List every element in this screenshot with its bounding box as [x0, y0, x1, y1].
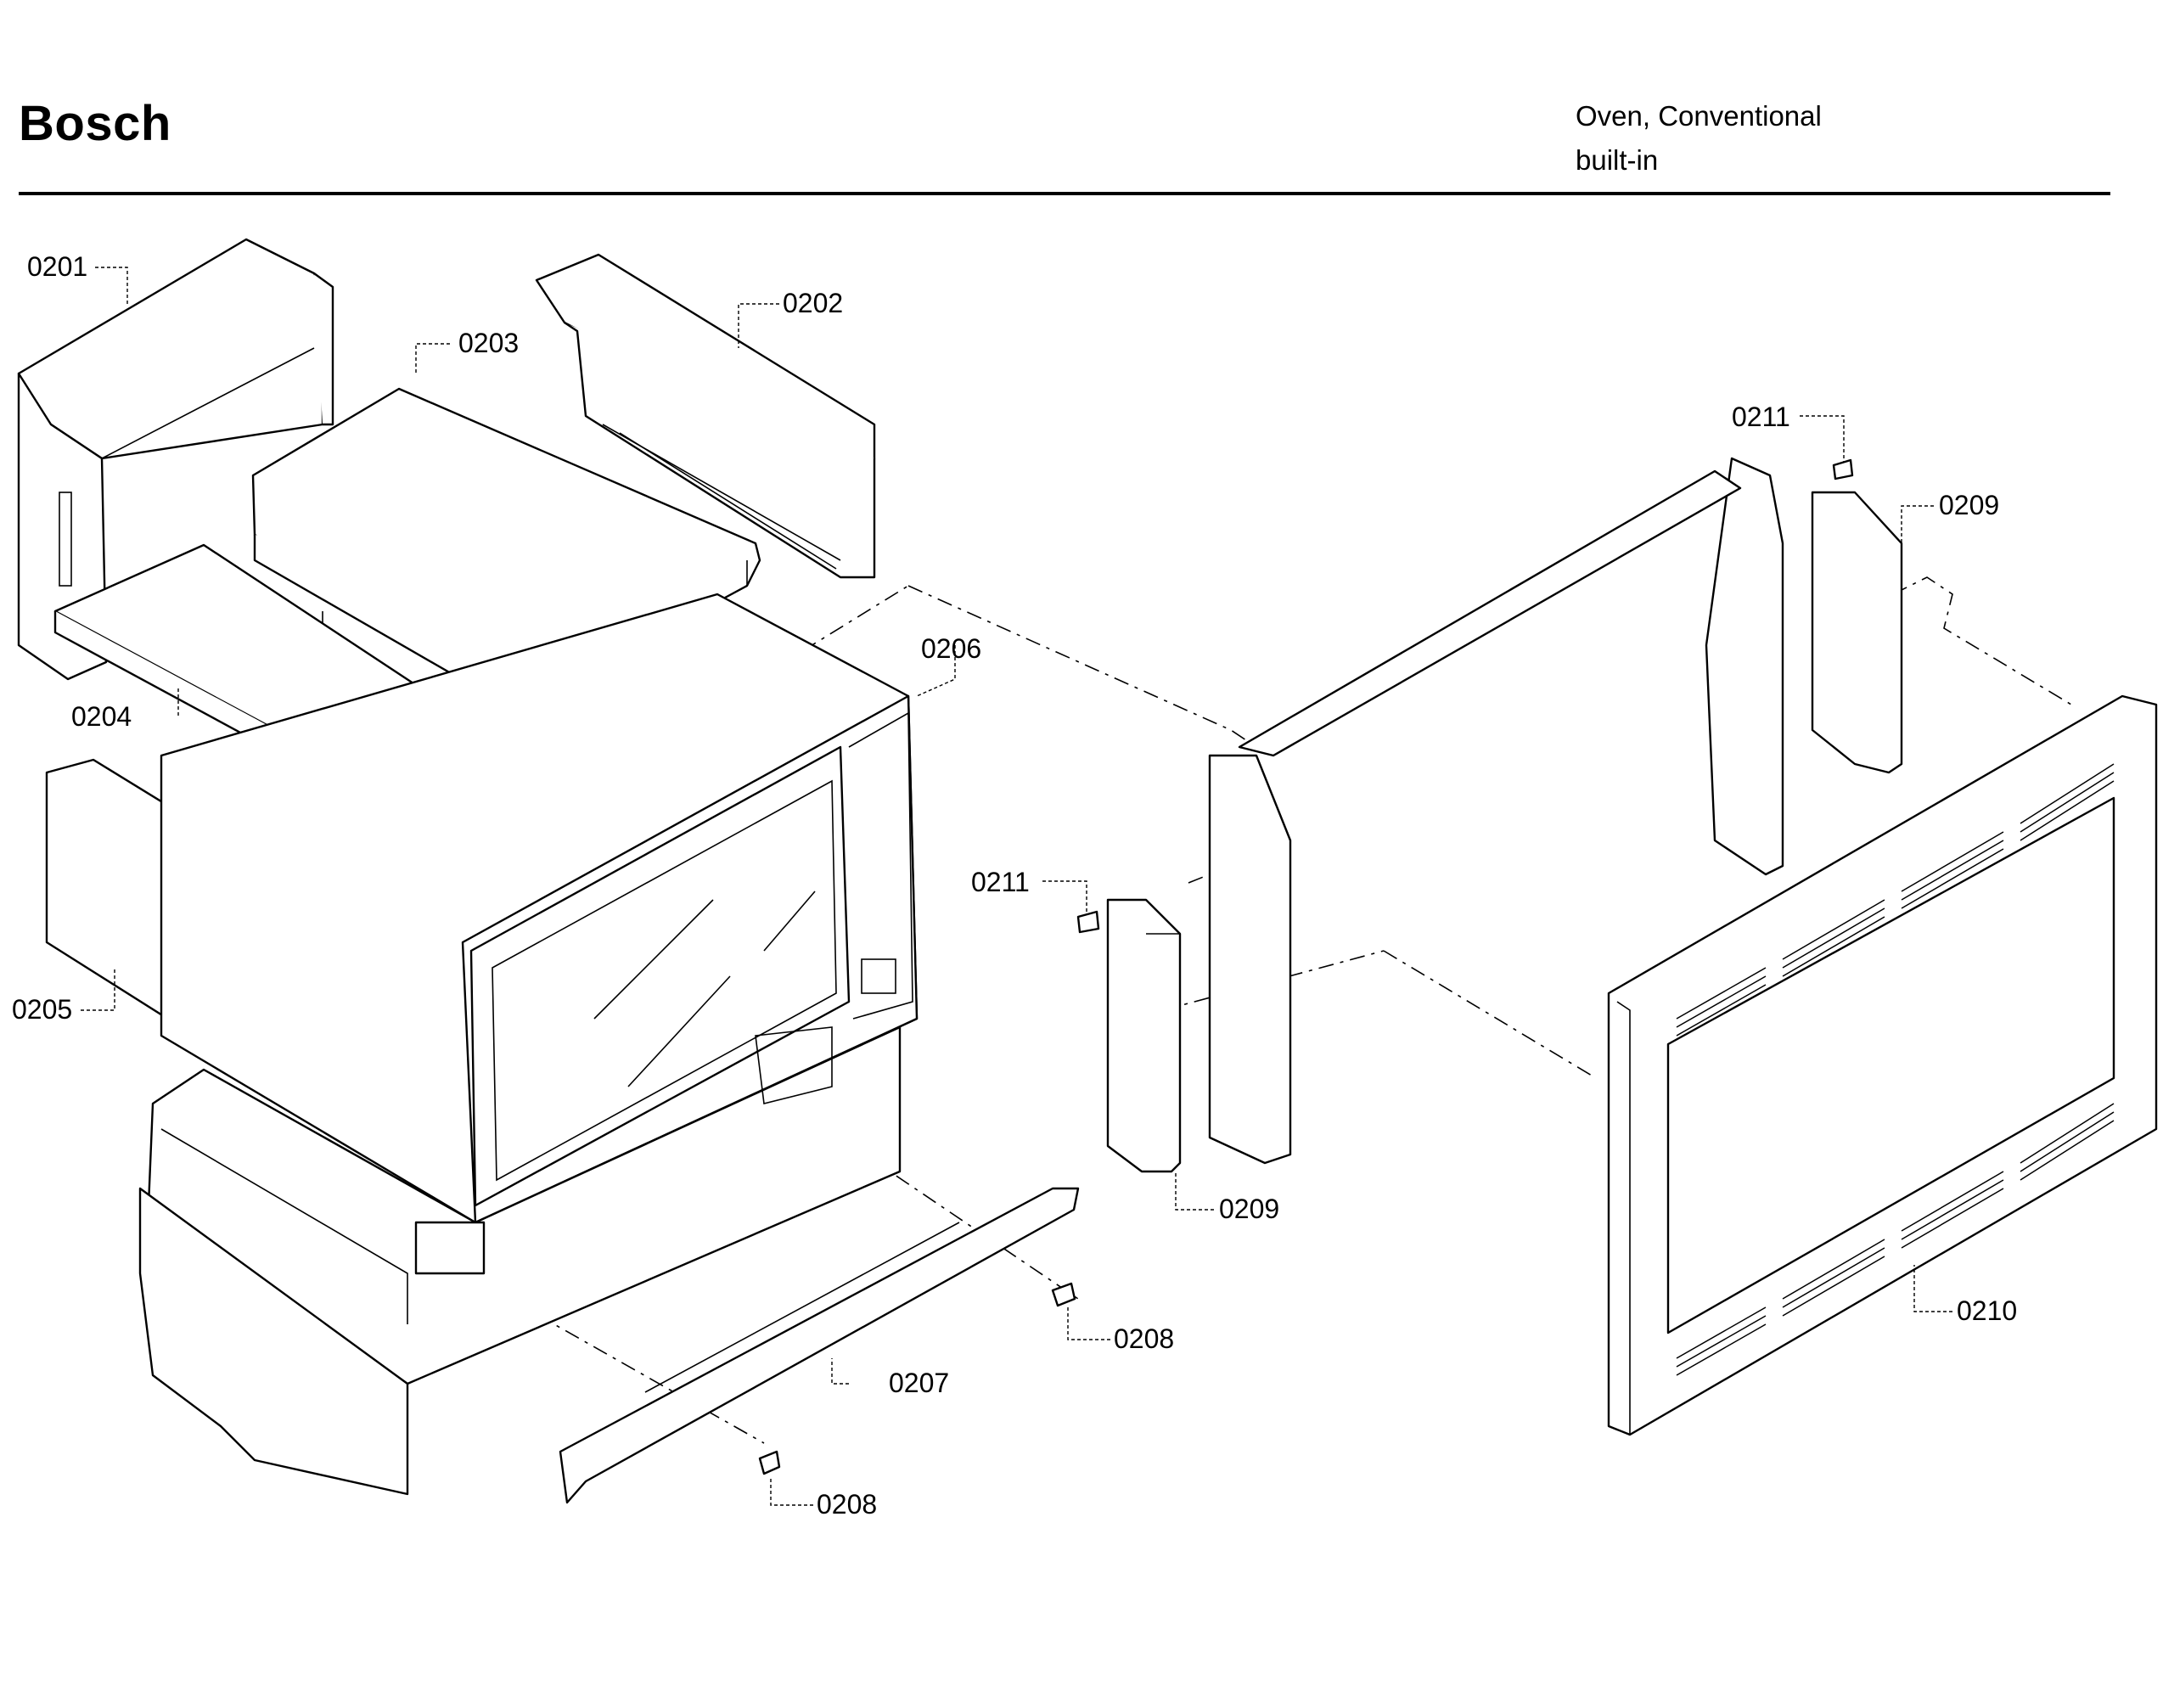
callout-0211-left: 0211	[971, 867, 1030, 897]
callout-0210: 0210	[1957, 1295, 2017, 1326]
callout-0209-right: 0209	[1939, 490, 1999, 520]
header-divider	[19, 192, 2110, 195]
callout-0203: 0203	[458, 328, 519, 358]
callout-0205: 0205	[12, 994, 72, 1025]
brand-title: Bosch	[19, 96, 171, 151]
part-0208-screws	[758, 1282, 1076, 1475]
category-line-2: built-in	[1576, 144, 1659, 176]
callout-0209-left: 0209	[1219, 1194, 1279, 1224]
callout-0211-right: 0211	[1732, 402, 1790, 432]
callout-0208-lower: 0208	[817, 1489, 877, 1520]
part-0202-rear-panel	[535, 253, 876, 579]
part-0206-appliance-body	[160, 593, 919, 1224]
callout-0207: 0207	[889, 1368, 949, 1398]
category-line-1: Oven, Conventional	[1576, 100, 1822, 132]
part-0209-bracket-left	[1106, 898, 1182, 1173]
part-0209-bracket-right	[1811, 491, 1903, 774]
part-0210-trim-frame	[1607, 694, 2158, 1436]
part-0207-bottom-rail	[559, 1187, 1080, 1504]
part-base-assembly	[138, 1025, 902, 1496]
callout-0202: 0202	[783, 288, 843, 318]
part-0201-side-panel	[17, 238, 334, 681]
callout-0204: 0204	[71, 701, 132, 732]
part-0211-screws	[1076, 458, 1854, 934]
part-vertical-rails	[1208, 457, 1784, 1165]
callout-0201: 0201	[27, 251, 87, 282]
callout-0206: 0206	[921, 633, 981, 664]
callout-0208-upper: 0208	[1114, 1323, 1174, 1354]
callout-leaders	[81, 267, 1952, 1506]
